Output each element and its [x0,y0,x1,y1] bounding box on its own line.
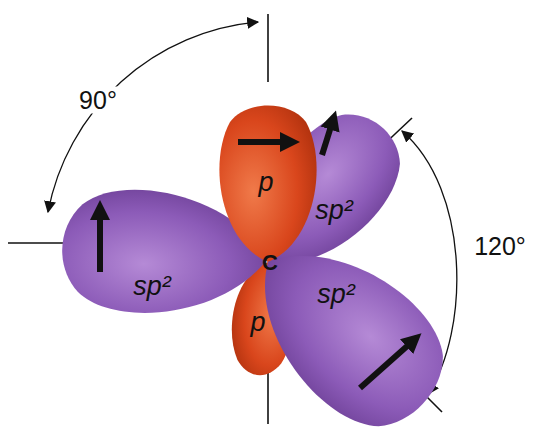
p-lobe-upper [219,106,316,263]
atom-label: C [262,252,278,274]
orbital-label: sp² [133,273,171,300]
sp2-lobe-lower [224,213,469,429]
orbital-label: p [250,309,265,336]
orbital-label: sp² [317,281,355,308]
angle-label: 120° [471,233,529,260]
spin-arrows [100,120,414,388]
orbital-lobes [59,93,468,429]
orbital-label: sp² [315,197,353,224]
angle-label: 90° [76,87,120,114]
orbital-label: p [258,169,273,196]
